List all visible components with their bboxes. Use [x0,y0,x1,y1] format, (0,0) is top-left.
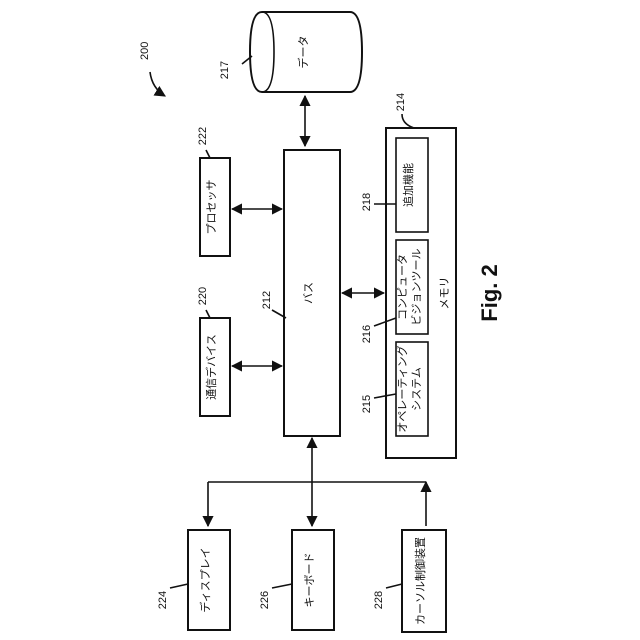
cv-tool-label-line1: コンピュータ [396,254,409,320]
cursor-control-label: カーソル制御装置 [413,537,427,625]
cursor-control-ref: 228 [373,591,385,609]
cv-tool-label-line2: ビジョンツール [410,249,423,326]
cursor-control-ref-leader [386,584,402,588]
os-label-line2: システム [410,367,423,411]
memory-ref: 214 [395,93,407,111]
extra-functions-ref: 218 [361,193,373,211]
memory-ref-leader [402,114,414,128]
comm-device-ref: 220 [197,287,209,305]
os-ref: 215 [361,395,373,413]
figure-ref-label: 200 [139,42,151,60]
processor-ref-leader [206,150,210,158]
data-label: データ [296,36,310,69]
os-label-line1: オペレーティング [395,345,409,432]
figure-ref-arrow [150,72,165,96]
comm-device-label: 通信デバイス [204,334,218,400]
figure-title: Fig. 2 [477,264,502,321]
comm-device-ref-leader [206,310,210,318]
display-ref-leader [170,584,188,588]
processor-label: プロセッサ [205,180,218,235]
keyboard-ref: 226 [259,591,271,609]
data-ref: 217 [219,61,231,79]
display-label: ディスプレイ [198,547,212,612]
bus-ref: 212 [261,291,273,309]
extra-functions-label: 追加機能 [401,163,415,207]
display-ref: 224 [157,591,169,609]
cv-tool-ref: 216 [361,325,373,343]
bus-label: バス [302,282,315,304]
keyboard-ref-leader [272,584,292,588]
processor-ref: 222 [197,127,209,145]
keyboard-label: キーボード [303,553,316,608]
memory-label: メモリ [438,277,451,310]
